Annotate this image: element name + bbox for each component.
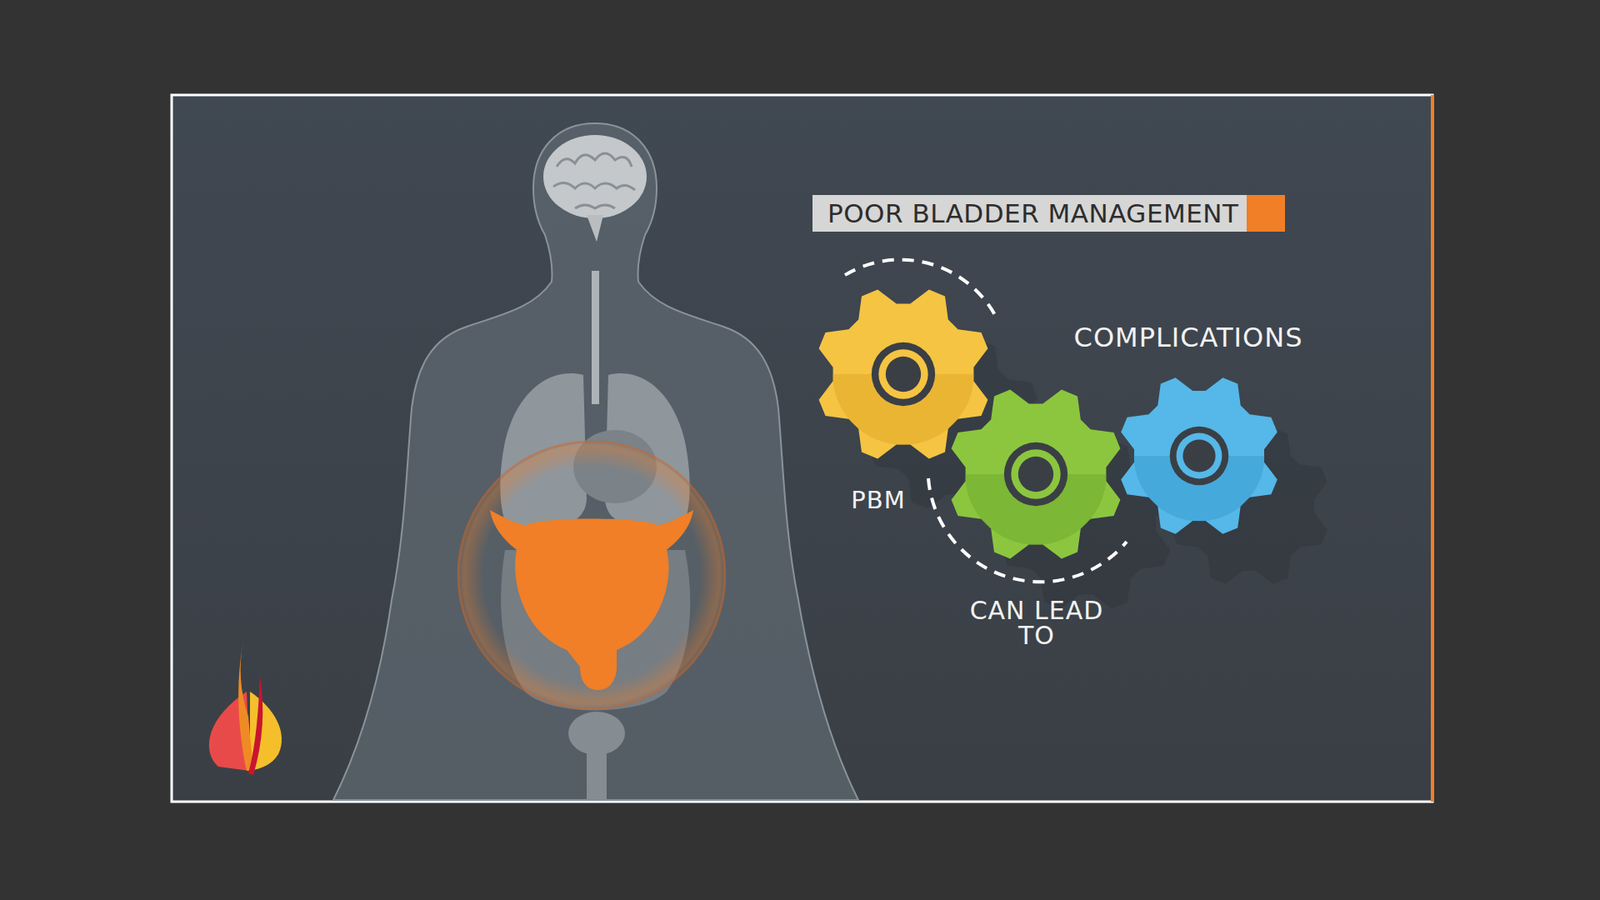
- bladder-glow: [456, 440, 727, 710]
- bladder-ring: [458, 441, 725, 709]
- label: COMPLICATIONS: [1074, 321, 1304, 354]
- label: CAN LEAD TO: [953, 598, 1120, 649]
- title-banner: POOR BLADDER MANAGEMENT: [812, 195, 1285, 232]
- bladder: [490, 510, 694, 690]
- gear-hub: [1018, 456, 1054, 492]
- gear-hub: [1004, 442, 1068, 506]
- gear-hub: [871, 342, 935, 406]
- gear-hub: [1010, 449, 1060, 499]
- gear-hub: [878, 349, 928, 399]
- gear-hub: [1176, 433, 1223, 480]
- gear: [951, 390, 1121, 560]
- title-accent: [1246, 195, 1285, 232]
- dashed-arc: [928, 478, 1127, 582]
- logo: [209, 641, 282, 775]
- title: POOR BLADDER MANAGEMENT: [812, 198, 1247, 229]
- panel-edge: [1430, 95, 1435, 802]
- dashed-arc: [845, 260, 995, 315]
- gear-hub: [885, 356, 921, 392]
- gear: [1120, 377, 1278, 535]
- brain: [543, 135, 647, 242]
- body-silhouette: [333, 123, 859, 800]
- gears: [819, 290, 1328, 610]
- panel: [171, 95, 1433, 802]
- spinal-cord: [591, 270, 600, 405]
- label: PBM: [850, 485, 905, 515]
- gear-hub: [1170, 426, 1230, 486]
- gear-hub: [1182, 439, 1215, 472]
